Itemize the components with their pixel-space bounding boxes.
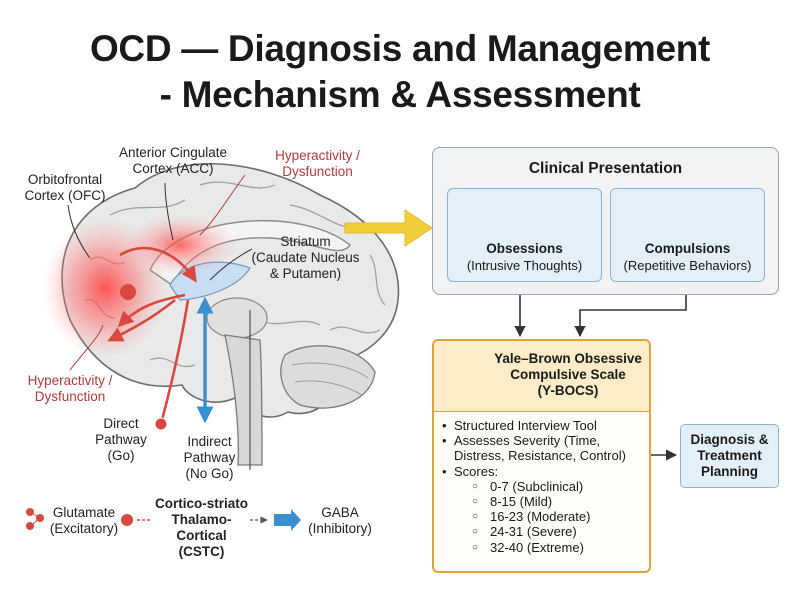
yellow-flow-arrow: [344, 209, 433, 247]
clinical-presentation-title: Clinical Presentation: [528, 160, 683, 177]
glutamate-molecule-icon: [26, 508, 44, 530]
diagnosis-treatment-box: Diagnosis & Treatment Planning: [680, 424, 779, 488]
hyperactivity-label-top: Hyperactivity /Dysfunction: [275, 148, 360, 179]
list-item-continuation: Distress, Resistance, Control): [454, 448, 626, 464]
list-item: Scores:: [442, 464, 647, 479]
gaba-arrow-icon: [274, 509, 301, 531]
outcome-line: Treatment: [697, 448, 762, 463]
list-item: Assesses Severity (Time,: [442, 433, 647, 448]
compulsions-title: Compulsions: [644, 241, 731, 256]
page-title-line2: - Mechanism & Assessment: [159, 74, 641, 115]
outcome-line: Diagnosis &: [690, 432, 769, 447]
obsessions-title: Obsessions: [486, 241, 563, 256]
hyperactivity-label-left: Hyperactivity /Dysfunction: [27, 373, 113, 404]
glutamate-label: Glutamate(Excitatory): [49, 505, 119, 536]
obsessions-subtitle: (Intrusive Thoughts): [466, 258, 583, 273]
clinical-presentation-panel: Clinical Presentation Obsessions (Intrus…: [432, 147, 779, 295]
score-item: 16-23 (Moderate): [442, 509, 647, 524]
cstc-circuit-arrows: [107, 246, 214, 424]
leader-lines: [67, 174, 253, 470]
direct-pathway-node: [154, 417, 168, 431]
score-item: 32-40 (Extreme): [442, 540, 647, 555]
list-item: Structured Interview Tool: [442, 418, 647, 433]
page-title-line1: OCD — Diagnosis and Management: [89, 28, 711, 69]
gaba-label: GABA(Inhibitory): [308, 505, 372, 536]
compulsions-subtitle: (Repetitive Behaviors): [623, 258, 752, 273]
outcome-line: Planning: [701, 464, 758, 479]
striatum-label: Striatum(Caudate Nucleus& Putamen): [251, 234, 360, 281]
ybocs-details: Structured Interview Tool Assesses Sever…: [442, 418, 647, 555]
compulsions-card: Compulsions (Repetitive Behaviors): [610, 188, 765, 282]
score-item: 24-31 (Severe): [442, 524, 647, 539]
obsessions-card: Obsessions (Intrusive Thoughts): [447, 188, 602, 282]
glutamate-node: [120, 284, 136, 300]
acc-glow: [125, 215, 235, 275]
score-item: 8-15 (Mild): [442, 494, 647, 509]
legend-icons: [26, 508, 301, 531]
glutamate-dot-icon: [121, 514, 133, 526]
score-item: 0-7 (Subclinical): [442, 479, 647, 494]
